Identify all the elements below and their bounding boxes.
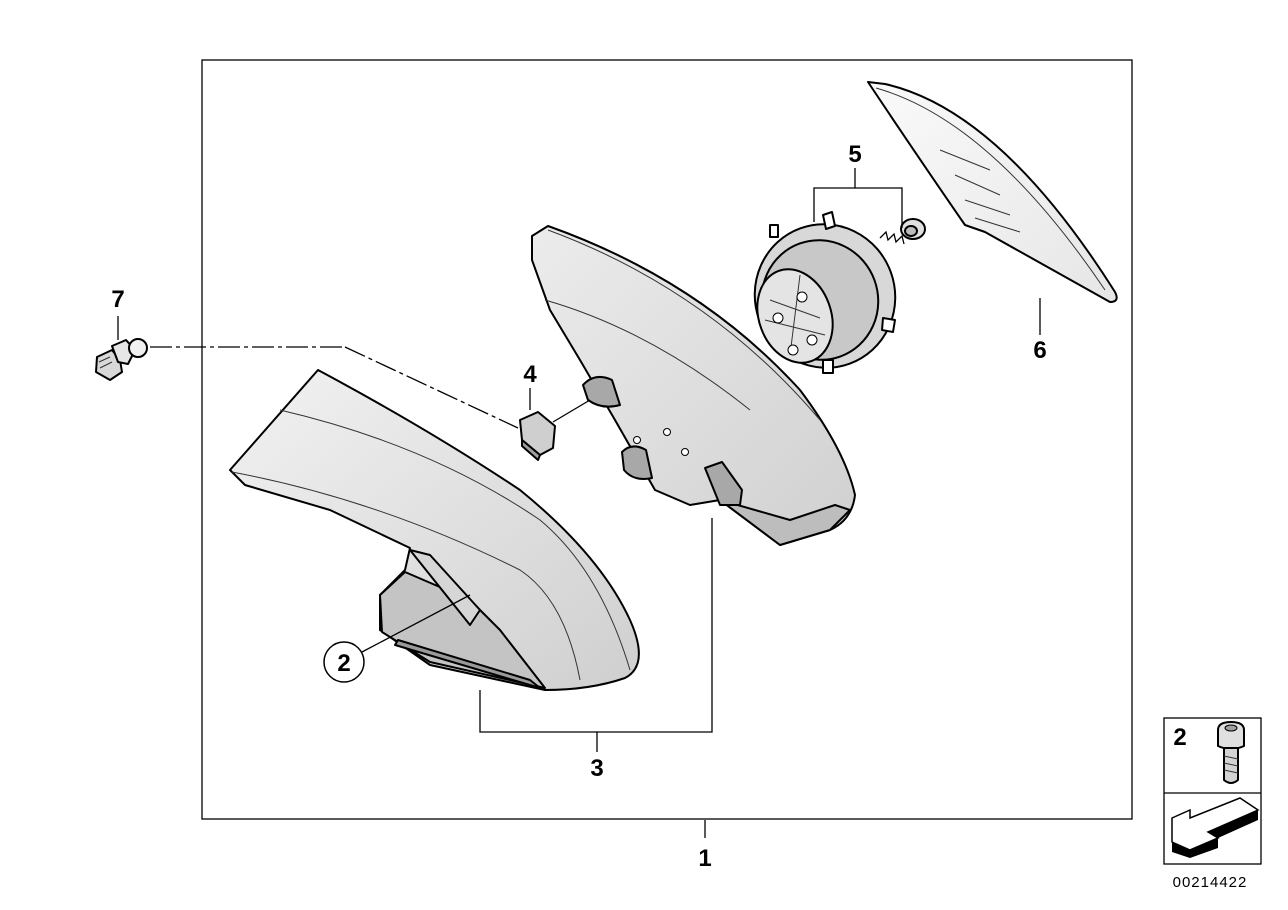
- callout-2-circle: [323, 641, 365, 683]
- callout-4: 4: [523, 361, 537, 388]
- callout-2: 2: [337, 650, 350, 677]
- mirror-housing-upper: [531, 225, 856, 546]
- legend-box: 2: [1163, 717, 1262, 865]
- legend-item-number: 2: [1173, 724, 1186, 751]
- bolt: [95, 338, 148, 381]
- assembly-frame: [201, 59, 1133, 820]
- callout-5: 5: [848, 141, 861, 168]
- mirror-cap-outer: [229, 369, 640, 691]
- callout-6: 6: [1033, 337, 1046, 364]
- socket-screw-icon: [1217, 721, 1245, 784]
- callout-1: 1: [698, 845, 711, 872]
- leader-lines: [117, 168, 1041, 838]
- callout-7: 7: [111, 286, 124, 313]
- mirror-adjustment-drive: [753, 211, 897, 374]
- reference-number: 00214422: [1173, 874, 1248, 891]
- mirror-glass: [867, 81, 1118, 303]
- mirror-glass-screw: [879, 218, 926, 245]
- clip: [519, 411, 556, 461]
- direction-arrow-icon: [1171, 797, 1260, 858]
- callout-3: 3: [590, 755, 603, 782]
